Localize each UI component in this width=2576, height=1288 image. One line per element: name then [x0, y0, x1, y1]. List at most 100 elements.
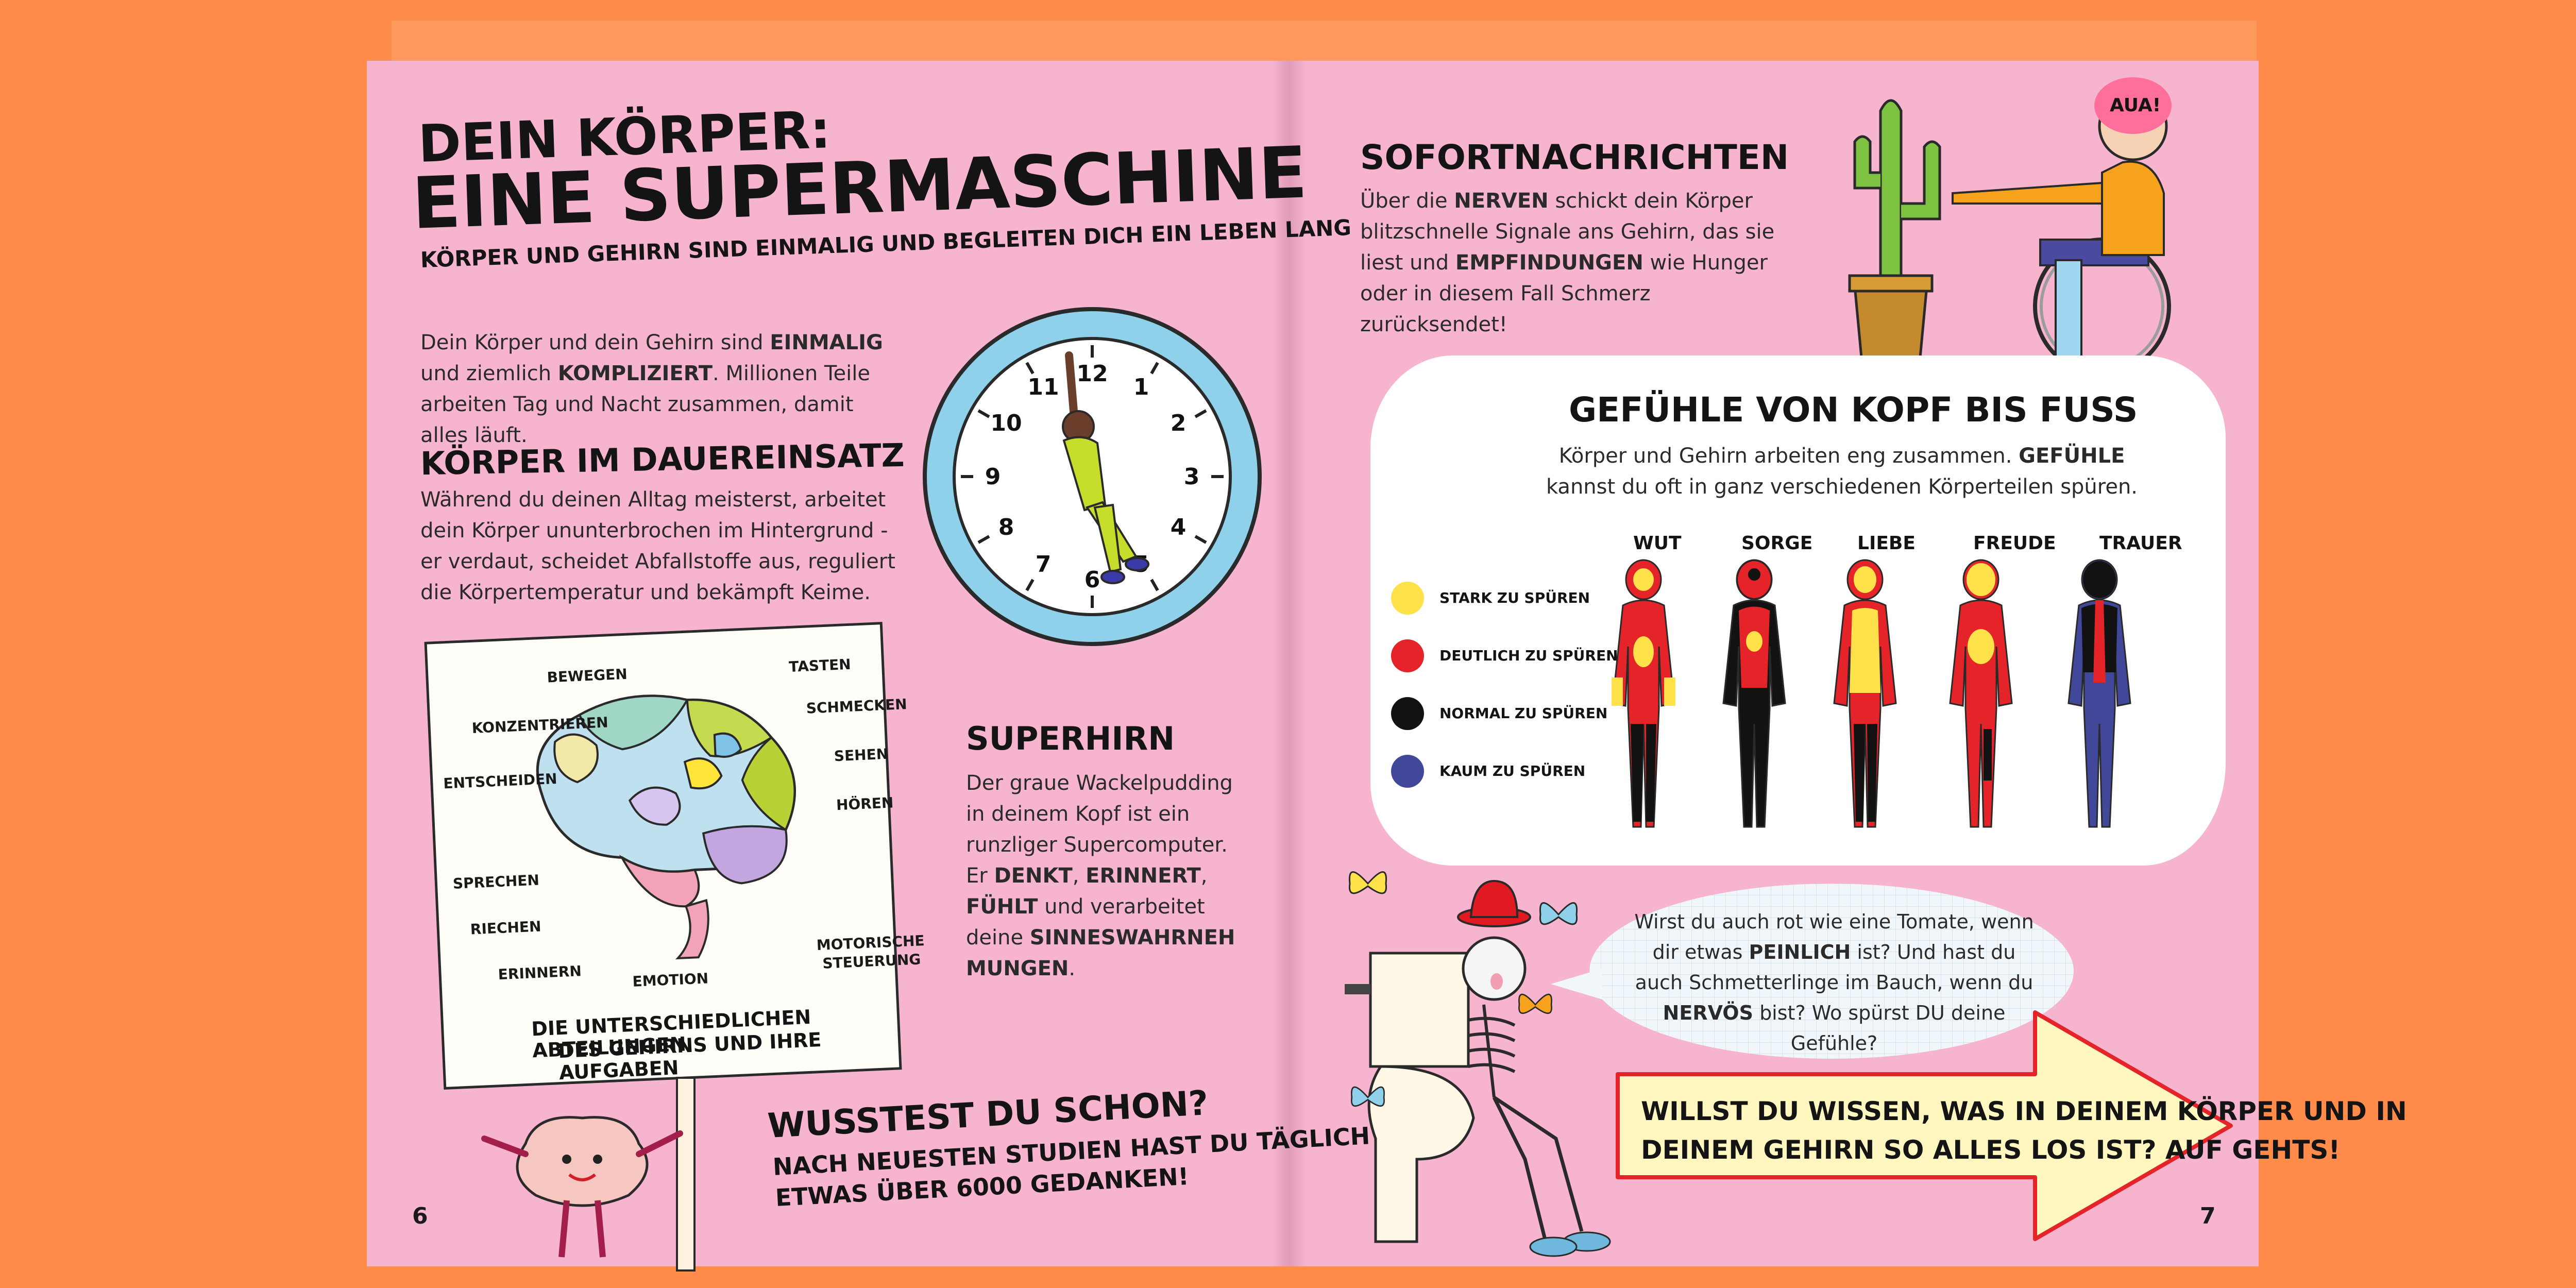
section-heading-dauereinsatz: KÖRPER IM DAUEREINSATZ	[420, 436, 905, 483]
label-erinnern: ERINNERN	[498, 962, 582, 984]
skeleton-toilet-illustration	[1345, 879, 1611, 1257]
next-page-arrow	[1616, 1010, 2233, 1241]
superhirn-text-4: und verarbeitet deine	[966, 895, 1205, 950]
aua-burst	[2094, 77, 2172, 134]
clock-number-4: 4	[1171, 514, 1187, 540]
arrow-text-line2: DEINEM GEHIRN SO ALLES LOS IST? AUF GEHT…	[1641, 1135, 2341, 1165]
clock-number-3: 3	[1184, 464, 1200, 490]
superhirn-text-3: ,	[1200, 864, 1208, 888]
keyword-sinneswahrnehmungen: SINNESWAHRNEHMUNGEN	[966, 926, 1235, 980]
superhirn-text-1: Der graue Wackelpudding in deinem Kopf i…	[966, 771, 1233, 888]
emotion-body-figures	[1612, 559, 2131, 828]
emotion-label-freude: FREUDE	[1973, 533, 2056, 554]
label-sehen: SEHEN	[834, 745, 889, 765]
keyword-peinlich: PEINLICH	[1749, 940, 1851, 963]
butterfly-icon	[1351, 1086, 1385, 1107]
clock-number-8: 8	[998, 514, 1014, 540]
keyword-gefuehle: GEFÜHLE	[2019, 444, 2125, 468]
speech-bubble-text: Wirst du auch rot wie eine Tomate, wenn …	[1633, 907, 2035, 1058]
clock-number-11: 11	[1027, 374, 1059, 400]
sofort-text-3: wie Hunger oder in diesem Fall Schmerz z…	[1360, 251, 1768, 336]
keyword-fuehlt: FÜHLT	[966, 895, 1038, 919]
gefuehle-text-1: Körper und Gehirn arbeiten eng zusammen.	[1558, 444, 2019, 468]
legend-item: DEUTLICH ZU SPÜREN	[1391, 627, 1618, 685]
legend-dot-yellow	[1391, 582, 1424, 615]
clock-number-7: 7	[1036, 551, 1052, 578]
intro-text-2: und ziemlich	[420, 362, 558, 385]
label-tasten: TASTEN	[788, 655, 852, 675]
clock-numbers: 12 1 2 3 4 5 6 7 8 9 10 11	[985, 361, 1200, 593]
emotion-label-wut: WUT	[1633, 533, 1682, 554]
keyword-nerven: NERVEN	[1454, 189, 1549, 213]
legend-dot-blue	[1391, 755, 1424, 788]
book-gutter	[1273, 61, 1306, 1266]
body-trauer	[2067, 559, 2131, 828]
emotion-label-sorge: SORGE	[1741, 533, 1813, 554]
clock-person	[1062, 351, 1149, 584]
clock-illustration: 12 1 2 3 4 5 6 7 8 9 10 11	[923, 307, 1262, 646]
label-emotion: EMOTION	[632, 970, 709, 990]
bubble-text-1: Wirst du auch rot wie eine Tomate, wenn …	[1634, 910, 2034, 963]
page-number-left: 6	[412, 1203, 428, 1229]
butterfly-icon	[1348, 871, 1387, 894]
legend-item: STARK ZU SPÜREN	[1391, 569, 1618, 627]
brain-mascot	[481, 1116, 683, 1258]
butterfly-icon	[1518, 993, 1552, 1014]
legend-label: NORMAL ZU SPÜREN	[1439, 704, 1608, 722]
legend-dot-black	[1391, 697, 1424, 730]
label-riechen: RIECHEN	[470, 918, 542, 938]
bubble-text-2: ist? Und hast du auch Schmetterlinge im …	[1635, 940, 2033, 994]
emotion-label-trauer: TRAUER	[2099, 533, 2182, 554]
intensity-legend: STARK ZU SPÜREN DEUTLICH ZU SPÜREN NORMA…	[1391, 569, 1618, 800]
aua-text: AUA!	[2110, 95, 2161, 116]
keyword-denkt: DENKT	[994, 864, 1073, 888]
clock-number-2: 2	[1171, 410, 1187, 436]
keyword-erinnert: ERINNERT	[1086, 864, 1201, 888]
label-hoeren: HÖREN	[836, 794, 894, 814]
legend-item: NORMAL ZU SPÜREN	[1391, 685, 1618, 742]
superhirn-text-5: .	[1069, 957, 1076, 980]
emotions-heading: GEFÜHLE VON KOPF BIS FUSS	[1569, 390, 2138, 430]
clock-number-10: 10	[990, 410, 1022, 436]
emotion-label-liebe: LIEBE	[1857, 533, 1916, 554]
intro-text-1: Dein Körper und dein Gehirn sind	[420, 331, 770, 354]
clock-number-1: 1	[1133, 374, 1149, 400]
clock-number-9: 9	[985, 464, 1001, 490]
body-wut	[1612, 559, 1675, 828]
speech-bubble-tail	[1551, 969, 1602, 999]
keyword-nervoes: NERVÖS	[1663, 1001, 1753, 1024]
legend-label: KAUM ZU SPÜREN	[1439, 762, 1586, 779]
poster-stick	[676, 1077, 696, 1272]
keyword-empfindungen: EMPFINDUNGEN	[1455, 251, 1643, 275]
section-heading-sofortnachrichten: SOFORTNACHRICHTEN	[1360, 138, 1789, 177]
clock-number-6: 6	[1084, 567, 1100, 593]
intro-text-3: . Millionen Teile arbeiten Tag und Nacht…	[420, 362, 870, 447]
section-heading-superhirn: SUPERHIRN	[966, 720, 1175, 757]
body-freude	[1949, 559, 2013, 828]
sofort-text-2: schickt dein Körper blitzschnelle Signal…	[1360, 189, 1775, 275]
legend-label: DEUTLICH ZU SPÜREN	[1439, 647, 1618, 664]
brain-poster: BEWEGEN TASTEN KONZENTRIEREN SCHMECKEN E…	[424, 622, 925, 1090]
body-liebe	[1833, 559, 1897, 828]
sofort-text-1: Über die	[1360, 189, 1454, 213]
page-number-right: 7	[2200, 1203, 2216, 1229]
arrow-text-line1: WILLST DU WISSEN, WAS IN DEINEM KÖRPER U…	[1641, 1096, 2407, 1126]
gefuehle-text-2: kannst du oft in ganz verschiedenen Körp…	[1546, 475, 2138, 499]
superhirn-paragraph: Der graue Wackelpudding in deinem Kopf i…	[966, 768, 1255, 984]
intro-paragraph: Dein Körper und dein Gehirn sind EINMALI…	[420, 327, 905, 451]
legend-dot-red	[1391, 639, 1424, 672]
bubble-text-3: bist? Wo spürst DU deine Gefühle?	[1753, 1001, 2006, 1055]
legend-item: KAUM ZU SPÜREN	[1391, 742, 1618, 800]
brain-diagram	[536, 694, 796, 960]
dauereinsatz-paragraph: Während du deinen Alltag meisterst, arbe…	[420, 488, 895, 604]
superhirn-text-2: ,	[1072, 864, 1086, 888]
clock-ticks	[961, 345, 1224, 608]
keyword-kompliziert: KOMPLIZIERT	[557, 362, 713, 385]
legend-label: STARK ZU SPÜREN	[1439, 589, 1590, 606]
body-sorge	[1722, 559, 1786, 828]
clock-number-12: 12	[1076, 361, 1108, 387]
butterfly-icon	[1539, 902, 1578, 925]
keyword-einmalig: EINMALIG	[770, 331, 883, 354]
label-bewegen: BEWEGEN	[546, 665, 628, 686]
sofortnachrichten-paragraph: Über die NERVEN schickt dein Körper blit…	[1360, 185, 1783, 340]
